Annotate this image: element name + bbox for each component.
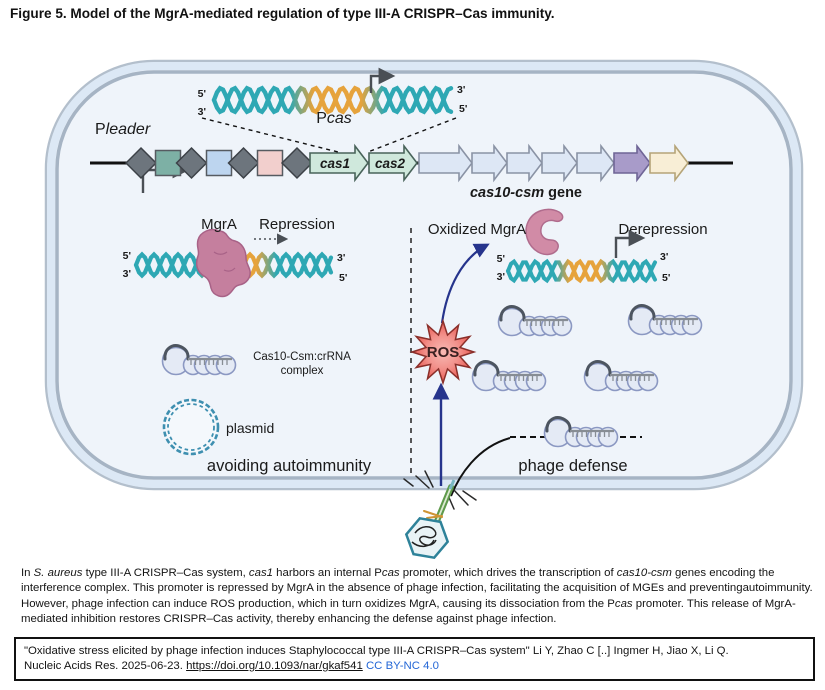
citation-box: "Oxidative stress elicited by phage infe… bbox=[14, 637, 815, 681]
repression-label: Repression bbox=[259, 216, 335, 233]
prime-label: 3' bbox=[123, 268, 131, 280]
spacer-square bbox=[205, 149, 233, 177]
phage-genome-scribble bbox=[411, 526, 437, 548]
prime-label: 5' bbox=[459, 103, 467, 115]
figure-title: Figure 5. Model of the MgrA-mediated reg… bbox=[10, 6, 555, 21]
oxidized-mgra-label: Oxidized MgrA bbox=[428, 221, 526, 238]
dna-strand bbox=[506, 258, 657, 284]
text-segment: cas bbox=[381, 567, 400, 579]
plasmid-icon bbox=[162, 398, 220, 456]
complex-label-line1: Cas10-Csm:crRNA bbox=[253, 351, 351, 363]
complex-label-line2: complex bbox=[281, 365, 324, 377]
text-segment: genes encoding the interference complex.… bbox=[21, 567, 813, 610]
text-segment: cas bbox=[614, 597, 633, 610]
gene-arrow-csm bbox=[576, 143, 616, 183]
plasmid-label: plasmid bbox=[226, 420, 274, 436]
prime-label: 5' bbox=[123, 250, 131, 262]
spacer-square bbox=[256, 149, 284, 177]
prime-label: 3' bbox=[660, 251, 668, 263]
prime-label: 3' bbox=[198, 106, 206, 118]
mgra-label: MgrA bbox=[201, 216, 237, 233]
ros-to-mgra-arrow bbox=[440, 243, 490, 324]
repeat-diamond bbox=[227, 146, 260, 180]
license-link[interactable]: CC BY-NC 4.0 bbox=[365, 660, 439, 672]
text-segment: In bbox=[21, 567, 34, 579]
text-segment: cas1 bbox=[248, 567, 273, 579]
prime-label: 3' bbox=[337, 252, 345, 264]
phage-defense-label: phage defense bbox=[518, 457, 627, 475]
gene-arrow-cream bbox=[649, 143, 690, 183]
figure-caption: In S. aureus type III-A CRISPR–Cas syste… bbox=[21, 566, 813, 628]
prime-label: 5' bbox=[339, 272, 347, 284]
pleader-label: Pleader bbox=[95, 121, 151, 138]
cas2-gene-label: cas2 bbox=[375, 156, 406, 171]
mgra-protein bbox=[195, 228, 251, 298]
phage-collar-fibers bbox=[423, 510, 443, 519]
citation-line1: "Oxidative stress elicited by phage infe… bbox=[24, 644, 805, 659]
pcas-promoter-arrow bbox=[369, 67, 396, 93]
gene-arrow-cas1 bbox=[309, 143, 370, 183]
derepressed-transcription-arrow bbox=[614, 229, 646, 258]
gene-arrow-csm bbox=[506, 143, 544, 183]
repeat-spacer-array bbox=[124, 146, 314, 180]
mgra-protein-detail bbox=[213, 251, 236, 272]
oxidized-mgra-protein bbox=[525, 208, 564, 256]
phage-tail-tip bbox=[448, 479, 456, 490]
dna-helix-derepressed bbox=[506, 258, 657, 284]
text-segment: harbors an internal P bbox=[272, 567, 382, 579]
citation-line2: Nucleic Acids Res. 2025-06-23. https://d… bbox=[24, 659, 805, 674]
text-segment: type III-A CRISPR–Cas system, bbox=[82, 567, 249, 579]
ros-label: ROS bbox=[427, 344, 460, 361]
repeat-diamond bbox=[124, 146, 158, 180]
derepression-label: Derepression bbox=[618, 221, 707, 238]
gene-arrow-csm bbox=[471, 143, 509, 183]
text-segment: "Oxidative stress elicited by phage infe… bbox=[24, 645, 729, 657]
phage-tail-fibers bbox=[403, 470, 477, 510]
prime-label: 3' bbox=[457, 84, 465, 96]
phage-icon bbox=[403, 470, 477, 560]
text-segment: cas10-csm bbox=[616, 567, 672, 579]
phage-capsid bbox=[404, 516, 450, 560]
gene-arrow-cas2 bbox=[368, 143, 419, 183]
prime-label: 5' bbox=[497, 253, 505, 265]
avoiding-autoimmunity-label: avoiding autoimmunity bbox=[207, 457, 372, 475]
cas-gene-arrows bbox=[309, 143, 690, 183]
dna-strand bbox=[211, 85, 454, 115]
gene-arrow-purple bbox=[613, 143, 652, 183]
prime-label: 5' bbox=[198, 88, 206, 100]
prime-label: 5' bbox=[662, 272, 670, 284]
text-segment: promoter. This release of MgrA-mediated … bbox=[21, 597, 796, 626]
text-segment: S. aureus bbox=[33, 567, 83, 579]
pcas-label: Pcas bbox=[316, 110, 352, 127]
repeat-diamond bbox=[280, 146, 314, 180]
gene-arrow-csm bbox=[541, 143, 579, 183]
cas1-gene-label: cas1 bbox=[320, 156, 350, 171]
prime-label: 3' bbox=[497, 271, 505, 283]
dna-helix-pcas bbox=[211, 85, 454, 115]
doi-link[interactable]: https://doi.org/10.1093/nar/gkaf541 bbox=[186, 660, 363, 672]
text-segment: promoter, which drives the transcription… bbox=[399, 567, 617, 579]
cell-membrane bbox=[44, 59, 804, 491]
repeat-diamond bbox=[175, 146, 208, 180]
dna-strand bbox=[506, 258, 657, 284]
text-segment: Nucleic Acids Res. 2025-06-23. bbox=[24, 660, 187, 672]
gene-arrow-cas10 bbox=[418, 143, 474, 183]
